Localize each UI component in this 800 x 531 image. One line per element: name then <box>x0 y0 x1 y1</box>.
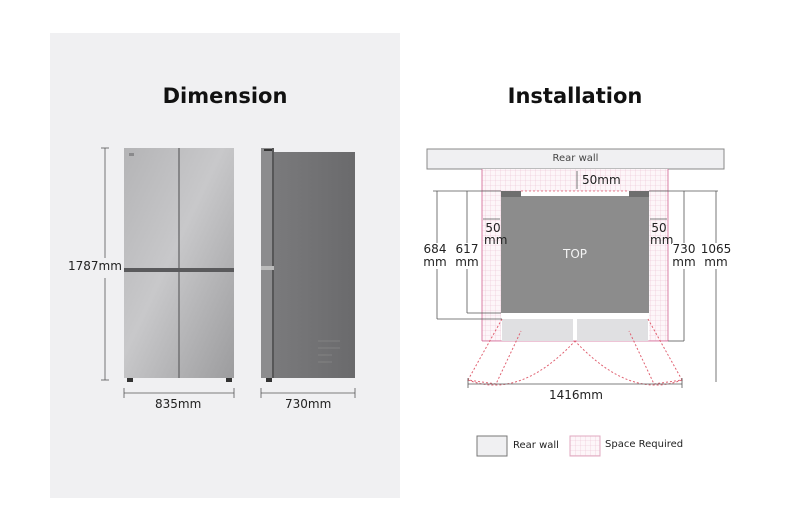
legend-swatch-space-required <box>569 435 601 457</box>
rear-wall-label: Rear wall <box>552 153 599 164</box>
installation-title: Installation <box>507 84 643 108</box>
legend-swatch-rear-wall <box>476 435 508 457</box>
space-required-area <box>481 169 669 342</box>
fridge-front-view <box>124 148 234 382</box>
width-dimension-line <box>123 388 235 398</box>
door-swing-arcs <box>467 318 683 386</box>
depth-dimension-line <box>260 388 356 398</box>
height-dimension-line <box>101 147 109 381</box>
dimension-title: Dimension <box>162 84 288 108</box>
door-open-width-label: 1416mm <box>549 388 603 402</box>
fridge-top-view <box>501 190 649 341</box>
legend-space-required-label: Space Required <box>605 439 684 450</box>
width-label: 835mm <box>155 397 202 411</box>
rear-gap-label: 50mm <box>582 173 621 187</box>
legend-rear-wall-label: Rear wall <box>513 440 559 451</box>
lg-logo-icon <box>129 153 134 156</box>
fridge-side-view <box>261 148 355 382</box>
height-label: 1787mm <box>68 259 122 273</box>
depth-label: 730mm <box>285 397 332 411</box>
top-label: TOP <box>563 247 588 261</box>
